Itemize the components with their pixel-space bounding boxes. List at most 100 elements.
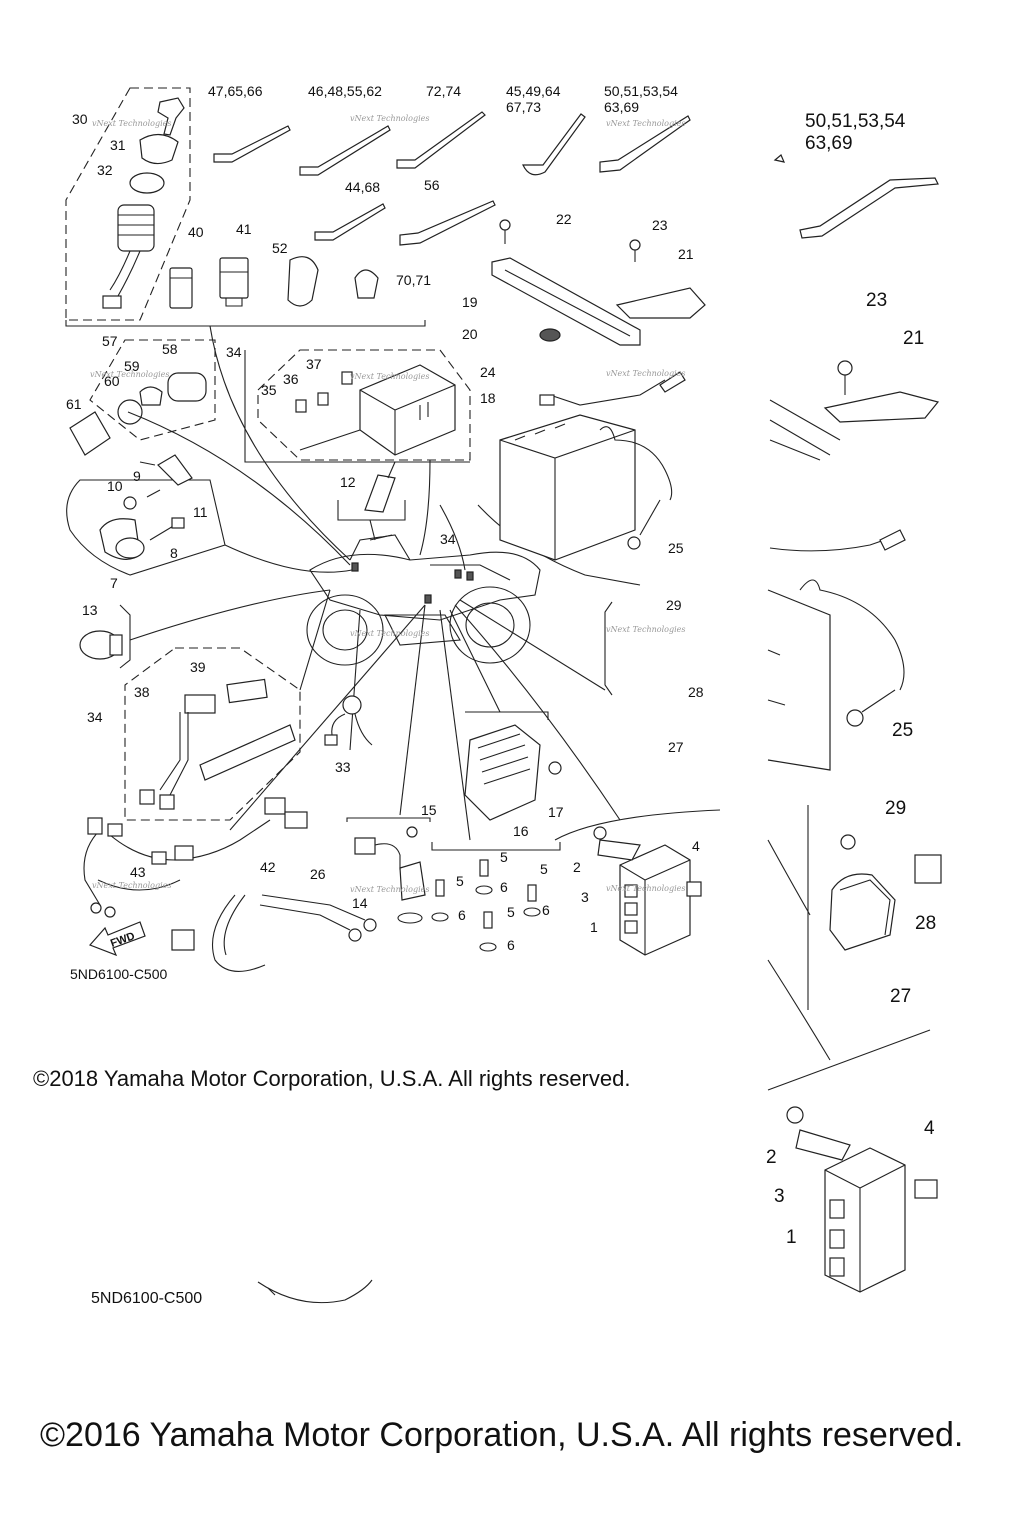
callout-45-49-64: 45,49,64 bbox=[506, 83, 561, 99]
callout-39: 39 bbox=[190, 659, 206, 675]
callout-16: 16 bbox=[513, 823, 529, 839]
callout-28: 28 bbox=[688, 684, 704, 700]
callout-41: 41 bbox=[236, 221, 252, 237]
sensor-13-bracket bbox=[119, 604, 131, 669]
fuse-box-group-frame bbox=[257, 349, 471, 461]
callout-44-68: 44,68 bbox=[345, 179, 380, 195]
bolts-washers bbox=[431, 859, 541, 952]
key-switch-group-frame bbox=[65, 87, 191, 321]
callout-11: 11 bbox=[193, 504, 208, 520]
callout-20: 20 bbox=[462, 326, 478, 342]
cdi-bracket bbox=[554, 809, 721, 841]
callout-r-4: 4 bbox=[924, 1118, 935, 1139]
watermark: vNext Technologies bbox=[90, 370, 169, 379]
callout-r-25: 25 bbox=[892, 720, 913, 741]
callout-17: 17 bbox=[548, 804, 564, 820]
callout-35: 35 bbox=[261, 382, 277, 398]
starter-relay-bracket bbox=[604, 601, 613, 696]
atv-body bbox=[306, 534, 541, 666]
watermark: vNext Technologies bbox=[606, 119, 685, 128]
callout-63-69: 63,69 bbox=[604, 99, 639, 115]
wire-lead bbox=[139, 678, 296, 810]
watermark: vNext Technologies bbox=[606, 369, 685, 378]
callout-34-atv: 34 bbox=[440, 531, 456, 547]
left-callout-labels: 30 31 32 40 41 52 47,65,66 46,48,55,62 7… bbox=[66, 83, 704, 982]
callout-r-27: 27 bbox=[890, 986, 911, 1007]
callout-r-50-51-53-54: 50,51,53,54 bbox=[805, 111, 906, 132]
callout-43: 43 bbox=[130, 864, 146, 880]
callout-52: 52 bbox=[272, 240, 288, 256]
callout-19: 19 bbox=[462, 294, 478, 310]
main-switch-key bbox=[102, 97, 185, 309]
callout-27: 27 bbox=[668, 739, 684, 755]
callout-13: 13 bbox=[82, 602, 98, 618]
callout-24: 24 bbox=[480, 364, 496, 380]
watermark: vNext Technologies bbox=[606, 884, 685, 893]
watermark: vNext Technologies bbox=[350, 885, 429, 894]
lighter-assembly bbox=[69, 372, 207, 456]
callout-r-21: 21 bbox=[903, 328, 924, 349]
callout-22: 22 bbox=[556, 211, 572, 227]
callout-15: 15 bbox=[421, 802, 437, 818]
wire-harness bbox=[83, 797, 308, 918]
callout-42: 42 bbox=[260, 859, 276, 875]
speed-sensor bbox=[354, 826, 426, 924]
callout-72-74: 72,74 bbox=[426, 83, 461, 99]
callout-29: 29 bbox=[666, 597, 682, 613]
callout-12: 12 bbox=[340, 474, 356, 490]
callout-5-a: 5 bbox=[500, 849, 508, 865]
callout-38: 38 bbox=[134, 684, 150, 700]
diagram-code-left: 5ND6100-C500 bbox=[70, 966, 167, 982]
callout-1: 1 bbox=[590, 919, 598, 935]
sensor-33 bbox=[324, 695, 373, 746]
lighter-group-frame bbox=[89, 339, 216, 441]
callout-61: 61 bbox=[66, 396, 82, 412]
callout-5-d: 5 bbox=[507, 904, 515, 920]
callout-37: 37 bbox=[306, 356, 322, 372]
cable-ties bbox=[213, 111, 691, 246]
callout-70-71: 70,71 bbox=[396, 272, 431, 288]
callout-57: 57 bbox=[102, 333, 118, 349]
ignition-coil-set bbox=[99, 454, 396, 560]
callout-2: 2 bbox=[573, 859, 581, 875]
fuse-box bbox=[295, 364, 456, 456]
callout-56: 56 bbox=[424, 177, 440, 193]
callout-21: 21 bbox=[678, 246, 694, 262]
callout-r-3: 3 bbox=[774, 1186, 785, 1207]
callout-60: 60 bbox=[104, 373, 120, 389]
small-parts-bracket bbox=[65, 320, 426, 327]
callout-58: 58 bbox=[162, 341, 178, 357]
regulator bbox=[464, 724, 562, 821]
clamp-52 bbox=[287, 256, 319, 307]
callout-23: 23 bbox=[652, 217, 668, 233]
battery bbox=[499, 371, 686, 561]
callout-30: 30 bbox=[72, 111, 88, 127]
callout-26: 26 bbox=[310, 866, 326, 882]
callout-r-28: 28 bbox=[915, 913, 936, 934]
callout-10: 10 bbox=[107, 478, 123, 494]
copyright-2018: ©2018 Yamaha Motor Corporation, U.S.A. A… bbox=[33, 1066, 631, 1091]
right-callout-labels: 50,51,53,54 63,69 23 21 25 29 28 27 4 2 … bbox=[91, 111, 936, 1307]
callout-r-1: 1 bbox=[786, 1227, 797, 1248]
watermark: vNext Technologies bbox=[350, 372, 429, 381]
callout-5-c: 5 bbox=[540, 861, 548, 877]
wire-lead-group-frame bbox=[124, 647, 301, 821]
callout-32: 32 bbox=[97, 162, 113, 178]
relay-41 bbox=[219, 257, 249, 307]
callout-18: 18 bbox=[480, 390, 496, 406]
callout-6-b: 6 bbox=[458, 907, 466, 923]
watermark: vNext Technologies bbox=[92, 881, 171, 890]
callout-50-51-53-54: 50,51,53,54 bbox=[604, 83, 678, 99]
callout-6-d: 6 bbox=[507, 937, 515, 953]
callout-3: 3 bbox=[581, 889, 589, 905]
callout-25: 25 bbox=[668, 540, 684, 556]
relay-40 bbox=[169, 267, 193, 309]
callout-6-c: 6 bbox=[542, 902, 550, 918]
battery-cable bbox=[171, 894, 377, 972]
callout-47-65-66: 47,65,66 bbox=[208, 83, 263, 99]
callout-r-29: 29 bbox=[885, 798, 906, 819]
callout-14: 14 bbox=[352, 895, 368, 911]
clamp-70-71 bbox=[354, 269, 379, 299]
fuel-sender-bracket bbox=[337, 500, 406, 521]
